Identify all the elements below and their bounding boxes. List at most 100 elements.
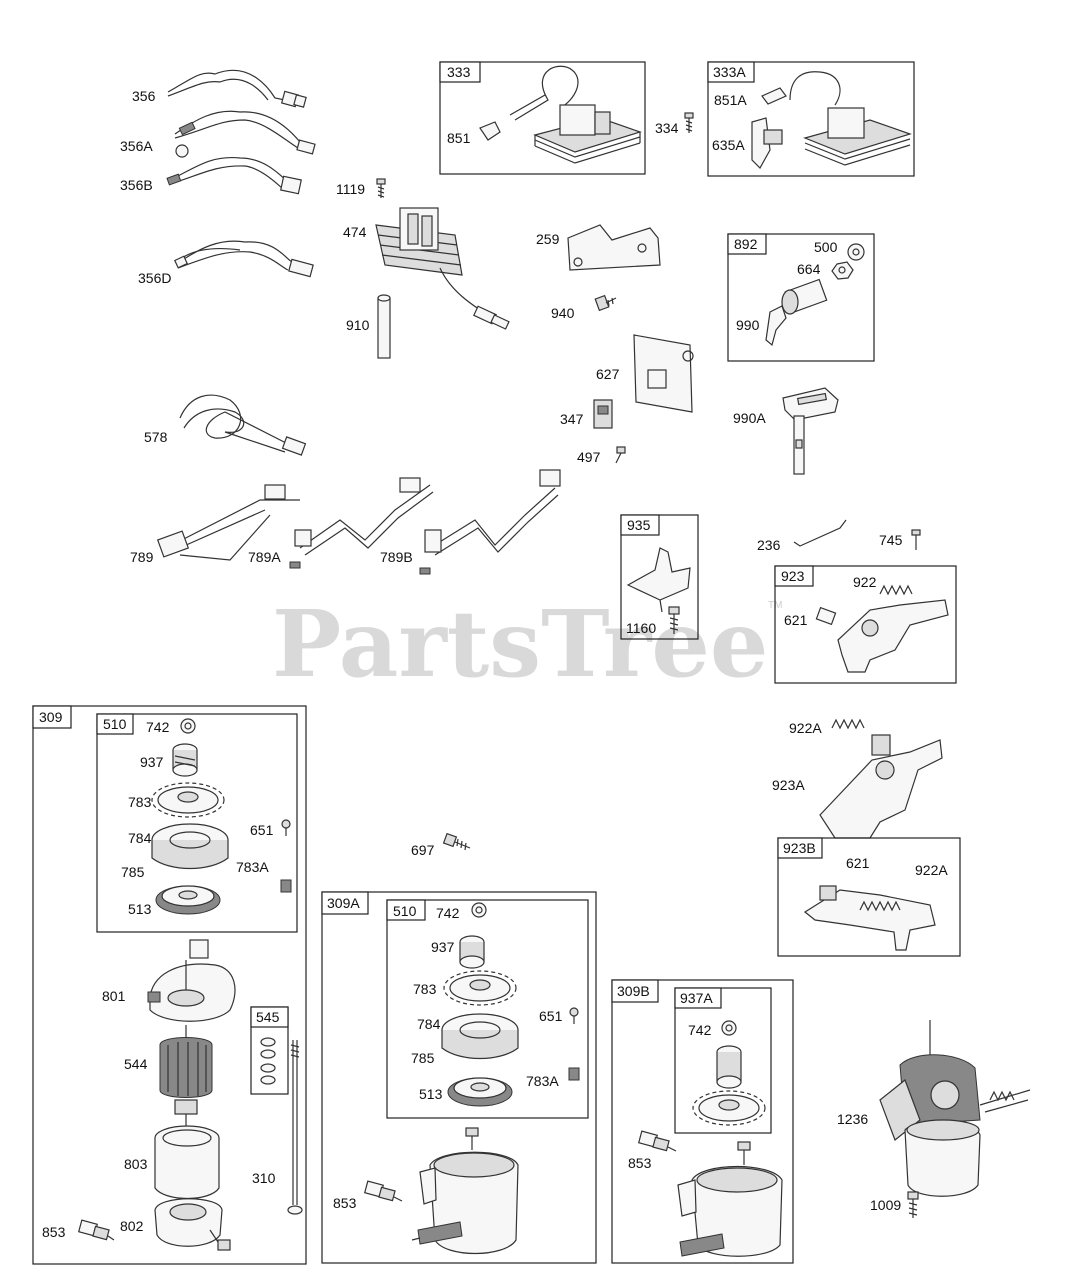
part-356A-wire[interactable] xyxy=(174,110,316,158)
part-500-washer[interactable] xyxy=(847,243,865,261)
part-940-screw[interactable] xyxy=(594,294,617,312)
part-635A-connector[interactable] xyxy=(751,117,783,169)
part-356D-wire[interactable] xyxy=(173,240,314,278)
part-474-armature[interactable] xyxy=(375,207,510,330)
part-789B-harness[interactable] xyxy=(419,469,561,575)
part-784-clutch-b[interactable] xyxy=(441,1013,519,1060)
label-627: 627 xyxy=(596,366,620,382)
label-785a: 785 xyxy=(121,864,145,880)
part-497-screw[interactable] xyxy=(615,446,626,464)
label-236: 236 xyxy=(757,537,781,553)
part-853-connector-a[interactable] xyxy=(77,1219,115,1241)
label-922: 922 xyxy=(853,574,877,590)
box-892 xyxy=(727,233,875,362)
part-1160-screw[interactable] xyxy=(668,606,680,634)
part-789A-harness[interactable] xyxy=(289,477,434,569)
part-783A-nut-a[interactable] xyxy=(280,879,292,893)
label-474: 474 xyxy=(343,224,367,240)
part-697-screw[interactable] xyxy=(442,832,471,851)
part-1119-screw[interactable] xyxy=(376,178,386,198)
part-513-gear-a[interactable] xyxy=(155,885,221,915)
part-789-harness[interactable] xyxy=(156,484,300,561)
label-742a: 742 xyxy=(146,719,170,735)
label-635A: 635A xyxy=(712,137,745,153)
label-990: 990 xyxy=(736,317,760,333)
part-621-clip[interactable] xyxy=(815,606,837,626)
box-309 xyxy=(32,705,307,1265)
part-310-bolt[interactable] xyxy=(287,1040,303,1215)
part-935-bracket[interactable] xyxy=(626,547,691,613)
part-356B-wire[interactable] xyxy=(166,156,302,195)
part-923-control-bracket[interactable] xyxy=(837,599,949,673)
part-627-plate[interactable] xyxy=(633,334,694,413)
part-333-ignition-coil[interactable] xyxy=(509,65,642,164)
part-513-gear-b[interactable] xyxy=(447,1077,513,1107)
part-334-screw[interactable] xyxy=(684,112,694,133)
label-783a: 783 xyxy=(128,794,152,810)
part-784-clutch-a[interactable] xyxy=(151,823,229,870)
part-851-clip[interactable] xyxy=(479,121,501,141)
label-742b: 742 xyxy=(436,905,460,921)
label-910: 910 xyxy=(346,317,370,333)
box-label-937A: 937A xyxy=(680,990,713,1006)
part-651-screw-b[interactable] xyxy=(569,1007,579,1024)
label-851: 851 xyxy=(447,130,471,146)
part-742-clip-c[interactable] xyxy=(721,1020,737,1036)
part-937-drive-b[interactable] xyxy=(459,935,485,969)
part-851A-clip[interactable] xyxy=(761,87,787,105)
box-label-923B: 923B xyxy=(783,840,816,856)
part-1236-starter-assembly[interactable] xyxy=(879,1020,1031,1197)
part-990-key-switch[interactable] xyxy=(765,278,828,347)
part-783-gear-a[interactable] xyxy=(151,782,225,818)
label-783Aa: 783A xyxy=(236,859,269,875)
part-923A-control-bracket[interactable] xyxy=(819,734,943,839)
box-923 xyxy=(774,565,957,684)
part-544-armature[interactable] xyxy=(159,1025,213,1126)
part-651-screw-a[interactable] xyxy=(281,819,291,836)
label-578: 578 xyxy=(144,429,168,445)
label-310: 310 xyxy=(252,1170,276,1186)
label-783Ab: 783A xyxy=(526,1073,559,1089)
part-801-end-cap[interactable] xyxy=(147,939,236,1022)
part-309A-starter-motor[interactable] xyxy=(411,1127,519,1254)
part-783A-nut-b[interactable] xyxy=(568,1067,580,1081)
part-236-link[interactable] xyxy=(793,519,847,547)
part-910-spacer[interactable] xyxy=(377,294,391,359)
label-1236: 1236 xyxy=(837,1111,868,1127)
part-356-wire[interactable] xyxy=(167,69,307,108)
part-990A-key[interactable] xyxy=(782,387,839,475)
part-802-brush-plate[interactable] xyxy=(154,1198,231,1251)
label-853a: 853 xyxy=(42,1224,66,1240)
part-783-gear-b[interactable] xyxy=(443,970,517,1006)
label-742c: 742 xyxy=(688,1022,712,1038)
part-937A-drive[interactable] xyxy=(692,1045,766,1126)
label-621b: 621 xyxy=(846,855,870,871)
label-784a: 784 xyxy=(128,830,152,846)
part-309B-starter-motor[interactable] xyxy=(677,1141,783,1257)
part-545-washer-kit[interactable] xyxy=(260,1037,276,1085)
box-label-333: 333 xyxy=(447,64,471,80)
part-803-frame[interactable] xyxy=(154,1125,220,1199)
part-853-connector-b[interactable] xyxy=(363,1180,403,1202)
part-347-switch[interactable] xyxy=(593,399,613,429)
part-333A-ignition-coil[interactable] xyxy=(789,71,912,166)
part-259-bracket[interactable] xyxy=(567,224,661,271)
part-922-spring[interactable] xyxy=(879,584,913,596)
part-578-wire[interactable] xyxy=(179,394,307,456)
box-label-333A: 333A xyxy=(713,64,746,80)
label-697: 697 xyxy=(411,842,435,858)
part-664-nut[interactable] xyxy=(831,261,854,280)
part-742-clip-a[interactable] xyxy=(180,718,196,734)
label-784b: 784 xyxy=(417,1016,441,1032)
label-356D: 356D xyxy=(138,270,171,286)
part-923B-control-bracket[interactable] xyxy=(803,885,936,951)
box-309A xyxy=(321,891,597,1264)
part-937-drive-a[interactable] xyxy=(172,743,198,777)
part-853-connector-c[interactable] xyxy=(637,1130,677,1152)
part-922A-spring[interactable] xyxy=(831,718,865,730)
part-1009-screw[interactable] xyxy=(907,1191,919,1218)
part-745-screw[interactable] xyxy=(911,529,921,550)
part-742-clip-b[interactable] xyxy=(471,902,487,918)
label-513a: 513 xyxy=(128,901,152,917)
